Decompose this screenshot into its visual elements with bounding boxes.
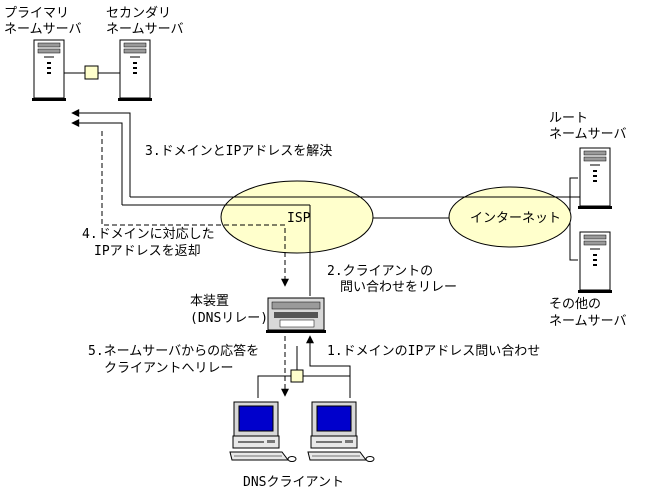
root-server-label-2: ネームサーバ — [549, 127, 626, 142]
isp-label: ISP — [287, 211, 311, 226]
step1-arrow — [306, 335, 351, 398]
root-server-label-1: ルート — [549, 111, 588, 126]
client-pc-left-icon — [229, 401, 297, 462]
step5-label-1: 5.ネームサーバからの応答を — [88, 343, 259, 359]
secondary-server-icon — [117, 39, 153, 102]
internet-label: インターネット — [470, 211, 561, 226]
device-label-2: (DNSリレー) — [190, 311, 268, 326]
root-server-icon — [577, 147, 613, 210]
primary-server-icon — [31, 39, 67, 102]
isp-cloud — [220, 180, 374, 254]
step4-dashed-arrow — [101, 131, 289, 287]
server-hub — [84, 65, 99, 80]
step3-label: 3.ドメインとIPアドレスを解決 — [145, 144, 332, 159]
step4-arrow-return — [71, 119, 123, 205]
step4-label-2: IPアドレスを返却 — [94, 244, 201, 259]
client-lan-line — [257, 375, 350, 398]
step2-label-1: 2.クライアントの — [327, 264, 433, 279]
other-server-icon — [577, 231, 613, 294]
step4-label-1: 4.ドメインに対応した — [82, 227, 215, 242]
step2-label-2: 問い合わせをリレー — [340, 280, 457, 295]
secondary-server-label-1: セカンダリ — [106, 6, 171, 21]
clients-label: DNSクライアント — [243, 475, 344, 490]
step1-label: 1.ドメインのIPアドレス問い合わせ — [327, 344, 540, 359]
client-hub — [290, 369, 304, 383]
other-server-label-1: その他の — [549, 297, 601, 312]
dns-relay-device-icon — [266, 297, 326, 333]
internet-cloud — [448, 186, 572, 248]
secondary-server-label-2: ネームサーバ — [106, 22, 183, 37]
device-label-1: 本装置 — [190, 294, 229, 309]
other-server-label-2: ネームサーバ — [549, 314, 626, 329]
step3-arrow-upper — [71, 109, 131, 197]
primary-server-label-2: ネームサーバ — [4, 22, 81, 37]
primary-server-label-1: プライマリ — [4, 6, 69, 21]
step5-label-2: クライアントへリレー — [104, 361, 233, 376]
client-pc-right-icon — [307, 401, 375, 462]
